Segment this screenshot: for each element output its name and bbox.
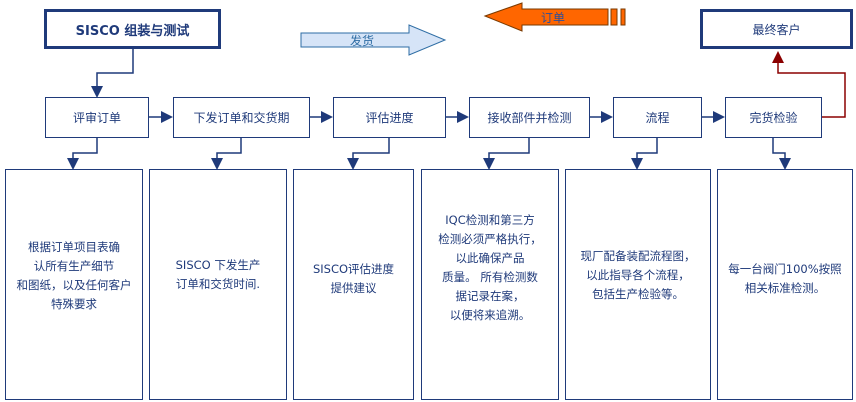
step-label: 下发订单和交货期 xyxy=(193,111,290,125)
step-review-order: 评审订单 xyxy=(45,97,149,138)
connector-to-final-customer xyxy=(772,51,846,118)
step-receive-inspect: 接收部件并检测 xyxy=(469,97,590,138)
final-customer-label: 最终客户 xyxy=(752,22,801,37)
connector-step-3-to-desc xyxy=(347,137,390,170)
connector-step-4-to-desc xyxy=(483,137,530,170)
description-text: 每一台阀门100%按照 相关标准检测。 xyxy=(728,261,842,295)
step-label: 接收部件并检测 xyxy=(487,111,572,125)
desc-final-inspection: 每一台阀门100%按照 相关标准检测。 xyxy=(717,169,853,400)
connector-step-1-to-desc xyxy=(67,137,98,170)
delivery-arrow-label: 发货 xyxy=(350,34,375,48)
step-process: 流程 xyxy=(613,97,702,138)
source-box: SISCO 组装与测试 xyxy=(44,9,221,49)
desc-issue-order: SISCO 下发生产 订单和交货时间. xyxy=(149,169,287,400)
step-label: 评审订单 xyxy=(72,111,121,125)
order-arrow-label: 订单 xyxy=(541,11,566,25)
order-arrow-icon xyxy=(483,2,609,32)
step-label: 评估进度 xyxy=(365,111,414,125)
step-assess-progress: 评估进度 xyxy=(333,97,446,138)
desc-receive-inspect: IQC检测和第三方 检测必须严格执行， 以此确保产品 质量。 所有检测数 据记录… xyxy=(421,169,559,400)
step-label: 完货检验 xyxy=(749,111,798,125)
step-label: 流程 xyxy=(645,111,670,125)
connector-step-5-to-desc xyxy=(631,137,658,170)
desc-assess-progress: SISCO评估进度 提供建议 xyxy=(293,169,414,400)
order-arrow-stripe-2 xyxy=(620,8,626,26)
final-customer-box: 最终客户 xyxy=(700,9,853,49)
delivery-arrow-icon xyxy=(300,24,447,56)
connector-source-to-step-1 xyxy=(91,48,134,98)
connector-step-2-to-desc xyxy=(211,137,242,170)
source-box-label: SISCO 组装与测试 xyxy=(75,23,190,39)
description-text: SISCO评估进度 提供建议 xyxy=(312,261,395,295)
step-final-inspection: 完货检验 xyxy=(725,97,822,138)
step-issue-order: 下发订单和交货期 xyxy=(173,97,310,138)
description-text: 现厂配备装配流程图， 以此指导各个流程， 包括生产检验等。 xyxy=(580,249,696,301)
description-text: IQC检测和第三方 检测必须严格执行， 以此确保产品 质量。 所有检测数 据记录… xyxy=(438,212,542,322)
desc-review-order: 根据订单项目表确 认所有生产细节 和图纸，以及任何客户 特殊要求 xyxy=(5,169,143,400)
description-text: SISCO 下发生产 订单和交货时间. xyxy=(175,257,261,291)
connector-step-6-to-desc xyxy=(772,137,791,170)
description-text: 根据订单项目表确 认所有生产细节 和图纸，以及任何客户 特殊要求 xyxy=(16,239,132,311)
order-arrow-stripe-1 xyxy=(610,8,618,26)
desc-process: 现厂配备装配流程图， 以此指导各个流程， 包括生产检验等。 xyxy=(565,169,711,400)
